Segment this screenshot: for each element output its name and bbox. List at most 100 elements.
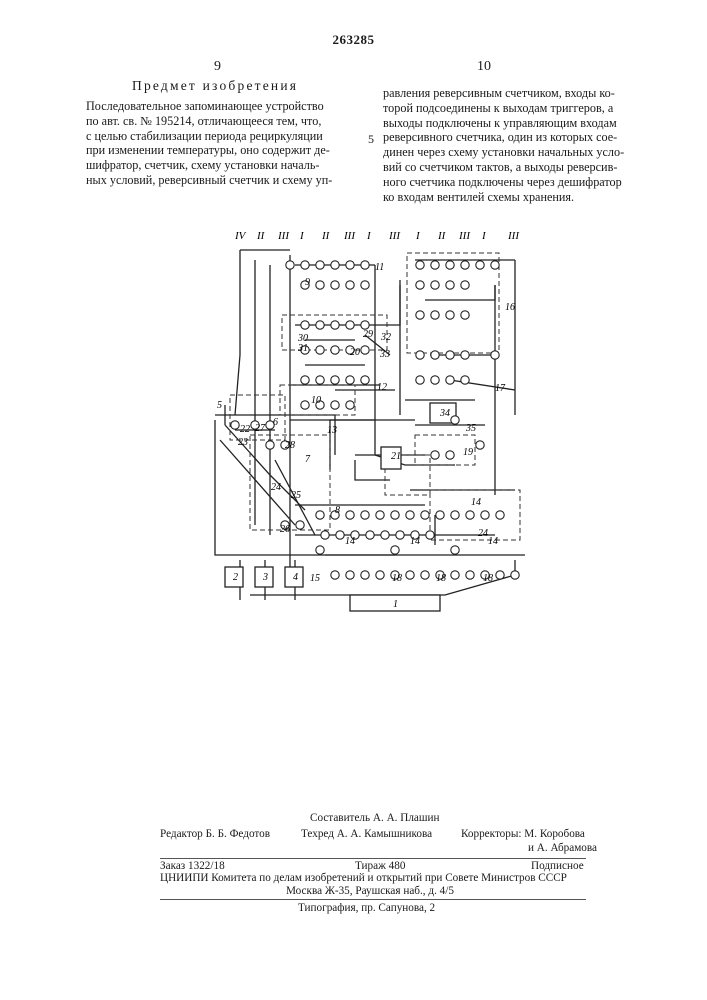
phase-label: I [481,230,487,242]
block-number-label: 11 [375,262,384,273]
phase-label: I [366,230,372,242]
block-number-label: 2 [233,572,238,583]
logic-node [431,281,439,289]
circuit-schematic: IVIIIIIIIIIIIIIIIIIIIIIIIII 123456789101… [195,225,535,625]
logic-node [416,281,424,289]
editor-credit: Редактор Б. Б. Федотов [160,828,270,840]
schematic-wire [220,440,295,525]
logic-node [391,546,399,554]
correctors-credit: Корректоры: М. Коробова [461,828,585,840]
logic-node [346,321,354,329]
logic-node [466,511,474,519]
logic-node [446,351,454,359]
block-number-label: 1 [393,599,398,610]
claim-line: выходы подключены к управляющим входам [383,116,651,131]
block-number-label: 14 [410,536,420,547]
block-number-label: 18 [436,573,446,584]
block-number-label: 18 [392,573,402,584]
phase-label: II [321,230,331,242]
logic-node [461,311,469,319]
logic-node [331,321,339,329]
correctors-credit-continued: и А. Абрамова [528,842,597,854]
claim-line: Последовательное запоминающее устройство [86,99,356,114]
block-number-label: 5 [217,400,222,411]
schematic-wire [235,250,240,415]
divider [160,899,586,900]
block-number-label: 14 [345,536,355,547]
logic-node [416,351,424,359]
order-number: Заказ 1322/18 [160,860,225,872]
logic-node [376,571,384,579]
logic-node [296,521,304,529]
logic-node [346,281,354,289]
claim-line: ных условий, реверсивный счетчик и схему… [86,173,356,188]
logic-node [316,376,324,384]
logic-node [461,376,469,384]
logic-node [496,511,504,519]
divider [160,858,586,859]
logic-node [491,351,499,359]
block-number-label: 4 [293,572,298,583]
publisher-line: ЦНИИПИ Комитета по делам изобретений и о… [160,872,567,884]
logic-node [451,416,459,424]
logic-node [431,451,439,459]
logic-node [331,281,339,289]
logic-node [376,511,384,519]
claim-line: динен через схему установки начальных ус… [383,145,651,160]
logic-node [461,351,469,359]
logic-node [476,441,484,449]
phase-label: IV [234,230,247,242]
logic-node [316,511,324,519]
logic-node [331,401,339,409]
block-number-label: 14 [471,497,481,508]
publisher-address: Москва Ж-35, Раушская наб., д. 4/5 [286,885,454,897]
logic-node [446,451,454,459]
logic-node [421,571,429,579]
claim-line: торой подсоединены к выходам триггеров, … [383,101,651,116]
logic-node [431,376,439,384]
schematic-wire [295,285,400,325]
logic-node [346,401,354,409]
section-title: Предмет изобретения [132,78,298,94]
block-number-label: 19 [463,447,473,458]
block-number-label: 31 [297,343,308,354]
logic-node [361,376,369,384]
block-number-label: 27 [255,423,266,434]
logic-node [446,261,454,269]
patent-number: 263285 [0,32,707,48]
logic-node [321,531,329,539]
logic-node [316,321,324,329]
logic-node [266,441,274,449]
block-number-label: 10 [311,395,321,406]
phase-label: III [507,230,520,242]
logic-node [396,531,404,539]
phase-label: III [277,230,290,242]
logic-node [416,261,424,269]
logic-node [476,261,484,269]
block-number-label: 26 [280,524,290,535]
schematic-wire [330,420,415,470]
logic-node [346,571,354,579]
block-number-label: 14 [488,536,498,547]
claim-text-right-column: равления реверсивным счетчиком, входы ко… [383,86,651,204]
phase-label: III [343,230,356,242]
line-number-marker: 5 [368,132,374,147]
block-number-label: 32 [380,332,391,343]
block-number-label: 24 [478,528,488,539]
logic-node [286,261,294,269]
print-run: Тираж 480 [355,860,405,872]
claim-line: ко входам вентилей схемы хранения. [383,190,651,205]
logic-node [336,531,344,539]
logic-node [451,546,459,554]
block-number-label: 3 [262,572,268,583]
logic-node [361,571,369,579]
logic-node [301,376,309,384]
logic-node [331,261,339,269]
block-number-label: 18 [483,573,493,584]
block-number-label: 23 [238,437,248,448]
logic-node [466,571,474,579]
block-number-label: 6 [273,417,278,428]
logic-node [446,311,454,319]
printer-line: Типография, пр. Сапунова, 2 [298,902,435,914]
logic-node [301,401,309,409]
